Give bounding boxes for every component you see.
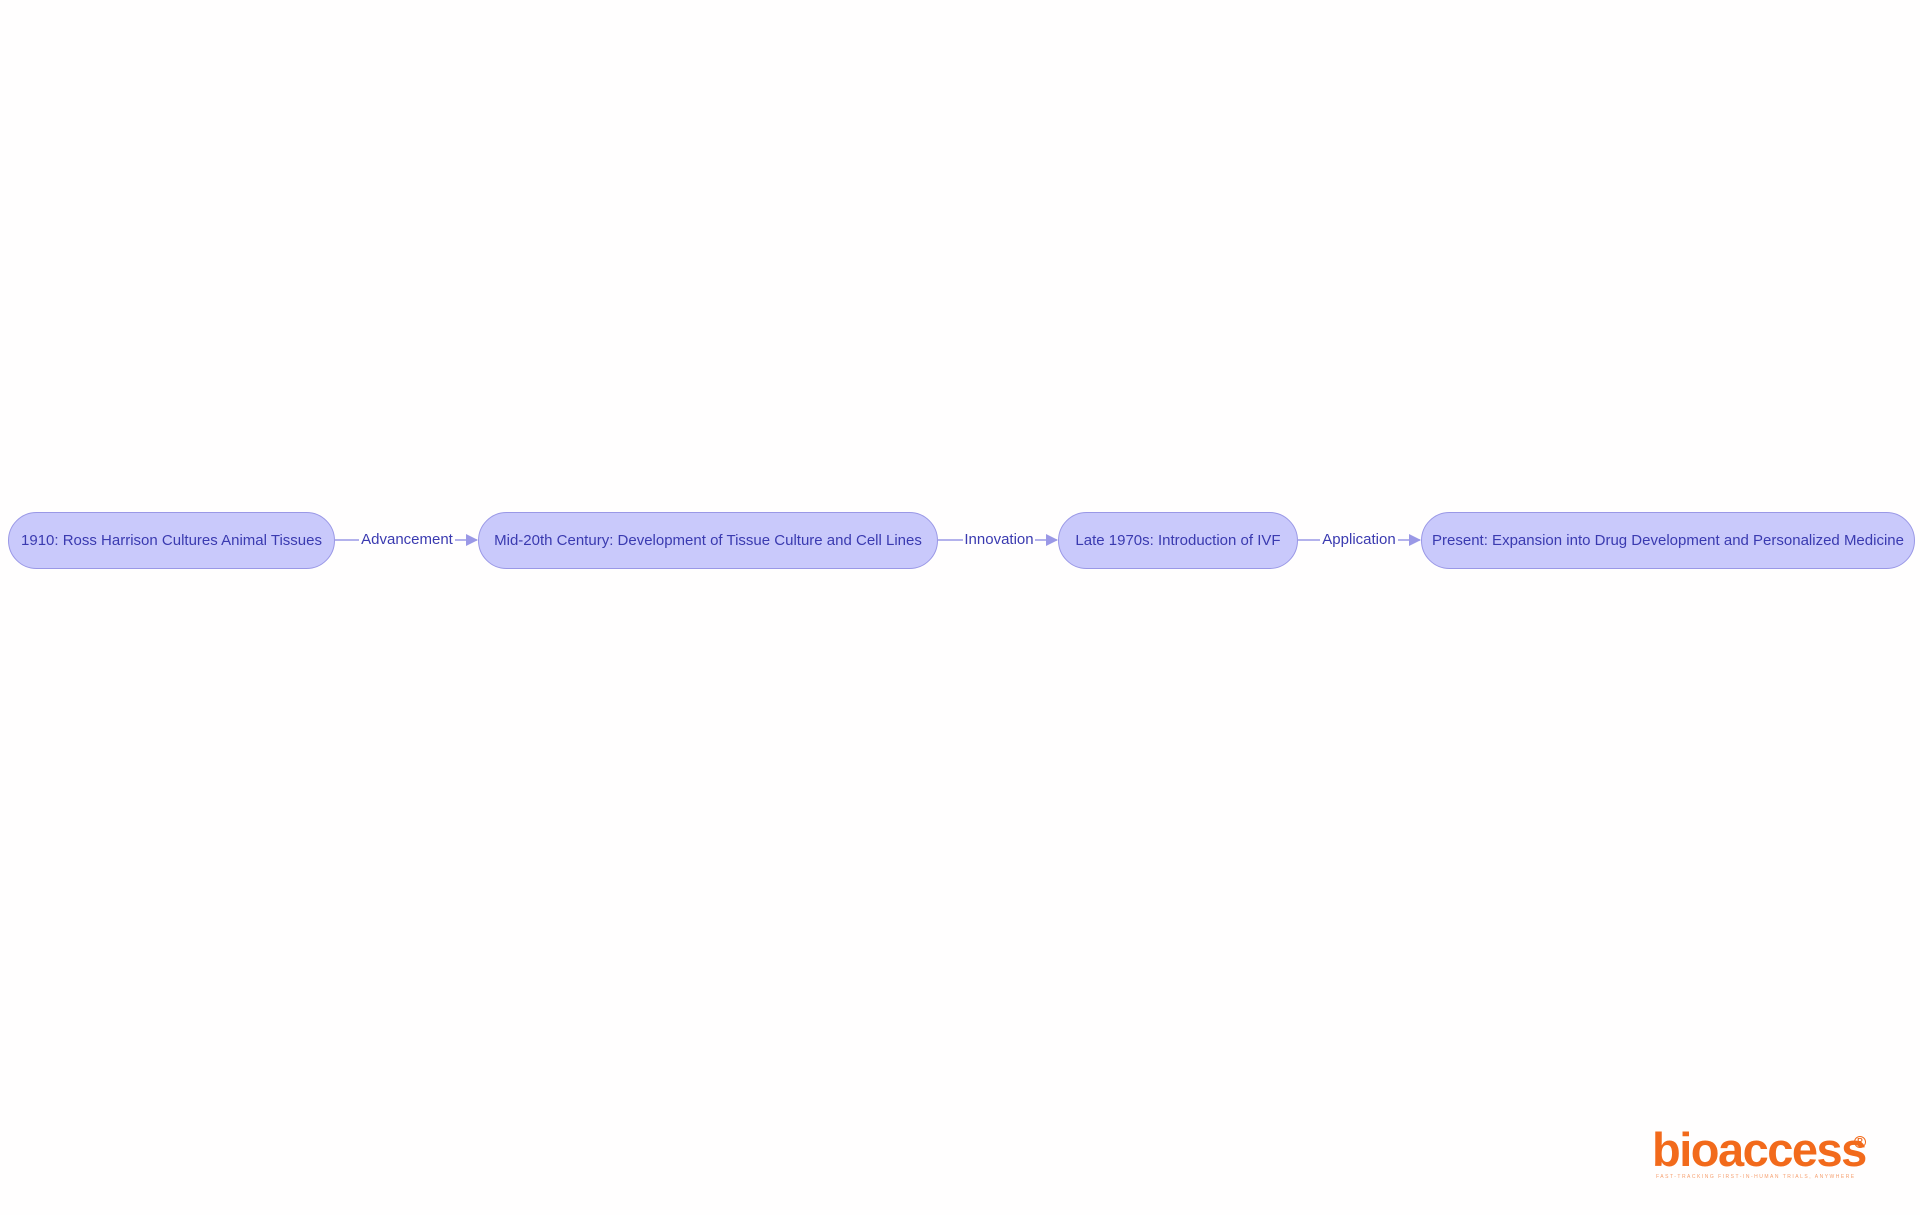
edge-label-application: Application bbox=[1320, 530, 1398, 550]
node-label: 1910: Ross Harrison Cultures Animal Tiss… bbox=[21, 532, 322, 549]
node-label: Present: Expansion into Drug Development… bbox=[1432, 532, 1904, 549]
node-mid-20th-century: Mid-20th Century: Development of Tissue … bbox=[478, 512, 938, 569]
edge-label-advancement: Advancement bbox=[359, 530, 455, 550]
node-label: Late 1970s: Introduction of IVF bbox=[1075, 532, 1281, 549]
node-label: Mid-20th Century: Development of Tissue … bbox=[494, 532, 922, 549]
registered-mark-icon: R bbox=[1854, 1136, 1866, 1148]
edge-label-innovation: Innovation bbox=[963, 530, 1035, 550]
bioaccess-logo: bioaccess R FAST-TRACKING FIRST-IN-HUMAN… bbox=[1652, 1124, 1870, 1184]
node-late-1970s-ivf: Late 1970s: Introduction of IVF bbox=[1058, 512, 1298, 569]
node-present-expansion: Present: Expansion into Drug Development… bbox=[1421, 512, 1915, 569]
logo-tagline: FAST-TRACKING FIRST-IN-HUMAN TRIALS, ANY… bbox=[1656, 1174, 1856, 1180]
node-1910-ross-harrison: 1910: Ross Harrison Cultures Animal Tiss… bbox=[8, 512, 335, 569]
logo-wordmark: bioaccess bbox=[1652, 1123, 1867, 1176]
